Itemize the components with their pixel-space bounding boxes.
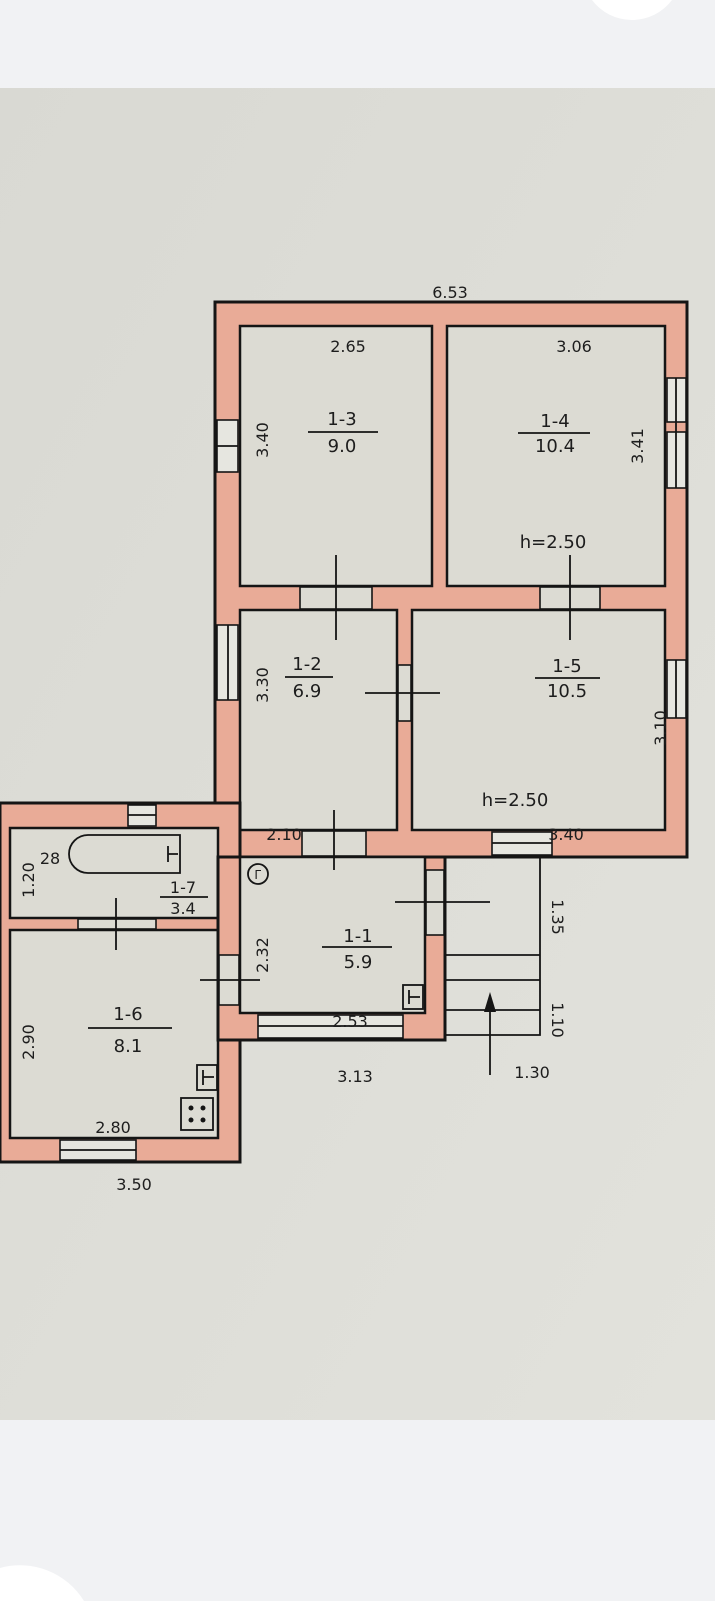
dim: 6.53 — [432, 283, 468, 302]
bathtub-icon — [68, 834, 181, 874]
dim: 3.50 — [116, 1175, 152, 1194]
room-1-4 — [445, 324, 667, 588]
room-id: 1-4 — [540, 411, 569, 432]
room-id: 1-2 — [292, 654, 321, 675]
stove-icon — [180, 1097, 214, 1131]
sink-icon — [196, 1064, 218, 1091]
dim: 1.10 — [548, 1002, 567, 1038]
room-id: 1-5 — [552, 656, 581, 677]
room-1-1 — [238, 855, 427, 1015]
dim: 2.80 — [95, 1118, 131, 1137]
meter-marker-icon — [247, 863, 269, 885]
doors — [77, 555, 601, 1006]
room-area: 5.9 — [344, 952, 373, 973]
corner-overlay — [592, 0, 672, 20]
dim: 3.40 — [548, 825, 584, 844]
room-area: 6.9 — [293, 681, 322, 702]
dim: 2.53 — [332, 1012, 368, 1031]
meter-marker-label: Г — [254, 868, 261, 882]
dim: 3.13 — [337, 1067, 373, 1086]
dim: 1.20 — [19, 862, 38, 898]
room-id: 1-7 — [170, 878, 196, 897]
dim: 2.90 — [19, 1024, 38, 1060]
dim: 3.41 — [628, 428, 647, 464]
faucet-icon — [167, 846, 178, 862]
fixtures: Г — [68, 834, 424, 1131]
dimension-labels: 6.53 2.65 3.06 3.40 3.41 3.30 3.10 2.10 … — [19, 283, 670, 1194]
room-area: 10.5 — [547, 681, 587, 702]
room-1-2 — [238, 608, 399, 832]
room-id: 1-3 — [327, 409, 356, 430]
room-area: 9.0 — [328, 436, 357, 457]
room-id: 1-6 — [113, 1004, 142, 1025]
room-1-3 — [238, 324, 434, 588]
sink-icon — [402, 984, 424, 1010]
room-area: 3.4 — [170, 899, 195, 918]
room-id: 1-1 — [343, 926, 372, 947]
dim: 1.35 — [548, 899, 567, 935]
room-1-5 — [410, 608, 667, 832]
ceiling-height: h=2.50 — [520, 532, 587, 553]
dim: 3.40 — [253, 422, 272, 458]
room-labels: 1-3 9.0 1-4 10.4 1-2 6.9 1-5 10.5 1-1 5.… — [88, 409, 600, 1057]
ceiling-height: h=2.50 — [482, 790, 549, 811]
dim: 2.32 — [253, 937, 272, 973]
dim: 3.30 — [253, 667, 272, 703]
dim: 28 — [40, 849, 60, 868]
porch-stairs — [444, 857, 541, 1075]
room-1-6 — [8, 928, 220, 1140]
dim: 3.10 — [651, 710, 670, 746]
dim: 3.06 — [556, 337, 592, 356]
dim: 1.30 — [514, 1063, 550, 1082]
windows — [59, 377, 687, 1161]
dim: 2.10 — [266, 825, 302, 844]
corner-overlay — [0, 1565, 84, 1601]
room-area: 8.1 — [114, 1036, 143, 1057]
room-area: 10.4 — [535, 436, 575, 457]
dim: 2.65 — [330, 337, 366, 356]
